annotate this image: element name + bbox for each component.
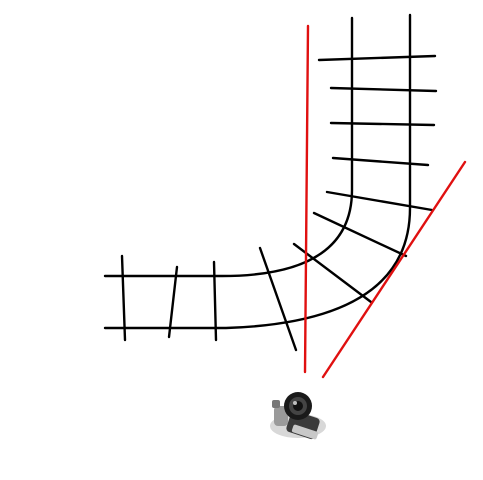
outer-rail <box>103 13 412 330</box>
track-tie <box>331 156 430 167</box>
track-rails <box>103 13 412 330</box>
view-line-right <box>321 160 467 379</box>
track-tie <box>258 246 298 352</box>
camera-icon <box>270 392 326 440</box>
camera-lens-highlight <box>293 401 297 405</box>
camera-plate <box>291 424 319 440</box>
track-tie <box>329 121 436 127</box>
track-tie <box>120 254 127 342</box>
camera-side-button <box>272 400 280 408</box>
track-tie <box>212 260 218 342</box>
track-tie <box>312 211 408 258</box>
track-tie <box>329 86 438 93</box>
view-line-left <box>303 24 310 374</box>
camera-grip <box>274 406 288 426</box>
track-ties <box>120 54 438 352</box>
inner-rail <box>103 16 354 278</box>
track-tie <box>325 190 434 212</box>
camera-view-lines <box>303 24 467 379</box>
track-tie <box>167 265 179 339</box>
track-tie <box>317 54 437 62</box>
